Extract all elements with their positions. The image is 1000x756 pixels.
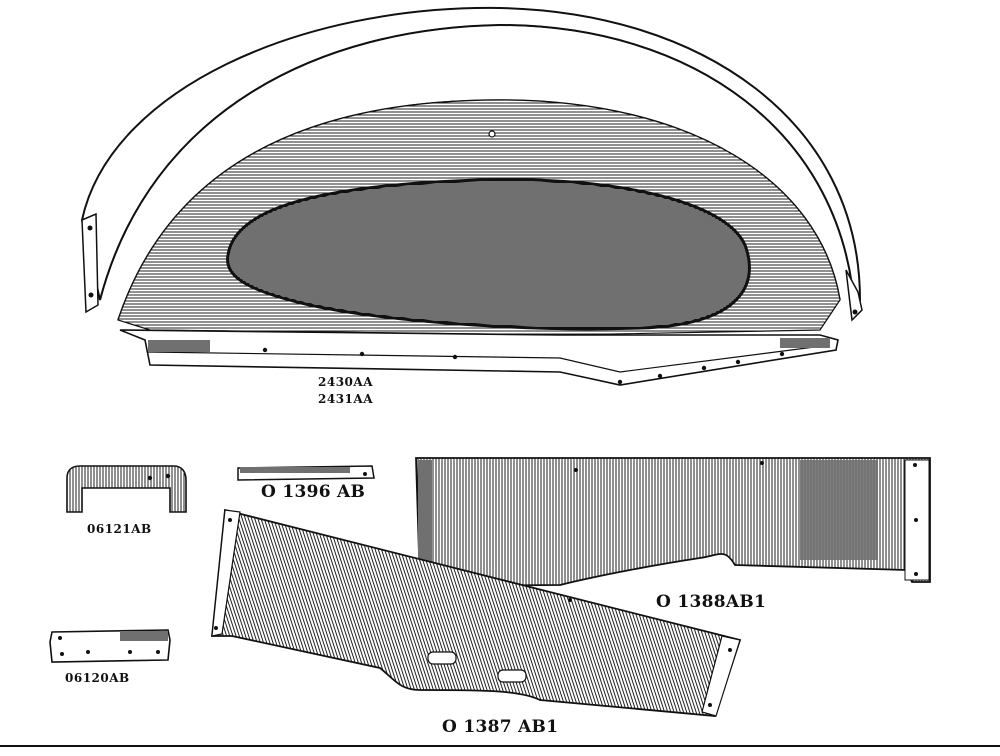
part-number-o1388ab1: O 1388AB1 [656, 592, 767, 612]
panel-lower-drawing [211, 508, 742, 717]
bracket-large-drawing [66, 465, 187, 513]
strip-drawing [237, 465, 375, 481]
panel-right-drawing [415, 457, 931, 587]
part-number-o1396ab: O 1396 AB [261, 482, 366, 502]
part-number-2430aa: 2430AA [318, 375, 374, 389]
part-number-2431aa: 2431AA [318, 392, 374, 406]
part-number-06120ab: 06120AB [65, 671, 130, 685]
bracket-small-drawing [49, 629, 171, 663]
bottom-rule [0, 745, 1000, 747]
fender-drawing [80, 6, 863, 386]
part-number-o1387ab1: O 1387 AB1 [442, 717, 559, 737]
part-number-06121ab: 06121AB [87, 522, 152, 536]
